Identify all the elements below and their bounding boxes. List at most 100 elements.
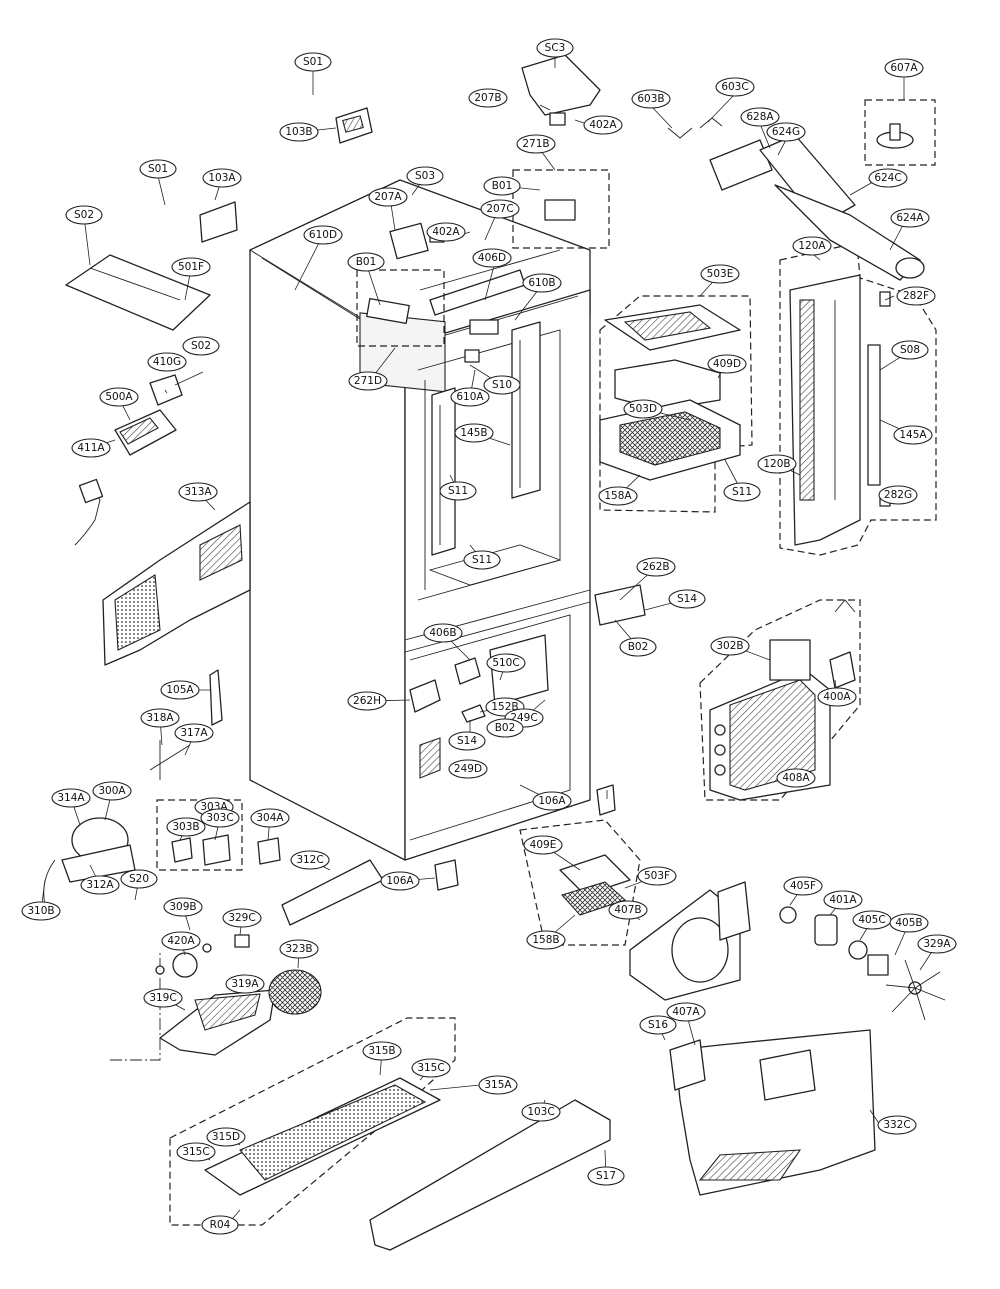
svg-text:S02: S02 bbox=[191, 340, 211, 352]
callout-405F: 405F bbox=[783, 876, 823, 896]
svg-text:120A: 120A bbox=[798, 240, 826, 252]
svg-text:106A: 106A bbox=[386, 875, 414, 887]
callout-603B: 603B bbox=[631, 89, 671, 109]
svg-text:315D: 315D bbox=[212, 1131, 240, 1143]
callout-207C: 207C bbox=[480, 199, 520, 219]
callout-304A: 304A bbox=[250, 808, 290, 828]
svg-text:145A: 145A bbox=[899, 429, 927, 441]
svg-text:319C: 319C bbox=[149, 992, 176, 1004]
svg-text:409D: 409D bbox=[713, 358, 741, 370]
svg-text:B02: B02 bbox=[495, 722, 516, 734]
svg-text:249D: 249D bbox=[454, 763, 482, 775]
callout-S02: S02 bbox=[65, 205, 103, 225]
svg-text:624A: 624A bbox=[896, 212, 924, 224]
svg-text:420A: 420A bbox=[167, 935, 195, 947]
svg-text:303C: 303C bbox=[206, 812, 233, 824]
callout-323B: 323B bbox=[279, 939, 319, 959]
svg-text:408A: 408A bbox=[782, 772, 810, 784]
callout-S03: S03 bbox=[406, 166, 444, 186]
svg-text:411A: 411A bbox=[77, 442, 105, 454]
svg-text:S10: S10 bbox=[492, 379, 512, 391]
svg-text:S03: S03 bbox=[415, 170, 435, 182]
callout-106A: 106A bbox=[532, 791, 572, 811]
callout-120A: 120A bbox=[792, 236, 832, 256]
callout-B02: B02 bbox=[619, 637, 657, 657]
callout-315B: 315B bbox=[362, 1041, 402, 1061]
callout-145A: 145A bbox=[893, 425, 933, 445]
callout-158B: 158B bbox=[526, 930, 566, 950]
callout-410G: 410G bbox=[147, 352, 187, 372]
callout-282G: 282G bbox=[878, 485, 918, 505]
callout-207A: 207A bbox=[368, 187, 408, 207]
svg-text:610A: 610A bbox=[456, 391, 484, 403]
callout-610B: 610B bbox=[522, 273, 562, 293]
callout-S20: S20 bbox=[120, 869, 158, 889]
callout-SC3: SC3 bbox=[536, 38, 574, 58]
callout-407A: 407A bbox=[666, 1002, 706, 1022]
svg-text:R04: R04 bbox=[210, 1219, 231, 1231]
svg-text:628A: 628A bbox=[746, 111, 774, 123]
callout-S11-b: S11 bbox=[723, 482, 761, 502]
svg-text:300A: 300A bbox=[98, 785, 126, 797]
svg-text:S20: S20 bbox=[129, 873, 149, 885]
svg-text:B02: B02 bbox=[628, 641, 649, 653]
svg-text:282G: 282G bbox=[884, 489, 912, 501]
svg-text:406B: 406B bbox=[429, 627, 456, 639]
svg-text:103B: 103B bbox=[285, 126, 312, 138]
svg-text:315A: 315A bbox=[484, 1079, 512, 1091]
svg-text:402A: 402A bbox=[589, 119, 617, 131]
svg-text:309B: 309B bbox=[169, 901, 196, 913]
svg-text:B01: B01 bbox=[492, 180, 513, 192]
callout-262B: 262B bbox=[636, 557, 676, 577]
svg-text:314A: 314A bbox=[57, 792, 85, 804]
svg-text:319A: 319A bbox=[231, 978, 259, 990]
callout-401A: 401A bbox=[823, 890, 863, 910]
svg-text:318A: 318A bbox=[146, 712, 174, 724]
svg-text:310B: 310B bbox=[27, 905, 54, 917]
svg-text:409E: 409E bbox=[530, 839, 557, 851]
svg-text:610B: 610B bbox=[528, 277, 555, 289]
svg-text:145B: 145B bbox=[460, 427, 487, 439]
callout-610D: 610D bbox=[303, 225, 343, 245]
callout-S10: S10 bbox=[483, 375, 521, 395]
callout-405B: 405B bbox=[889, 913, 929, 933]
svg-text:510C: 510C bbox=[492, 657, 519, 669]
svg-text:407B: 407B bbox=[614, 904, 641, 916]
svg-text:624C: 624C bbox=[874, 172, 901, 184]
svg-text:S08: S08 bbox=[900, 344, 920, 356]
svg-text:106A: 106A bbox=[538, 795, 566, 807]
callout-313A: 313A bbox=[178, 482, 218, 502]
callout-329C: 329C bbox=[222, 908, 262, 928]
callout-624C: 624C bbox=[868, 168, 908, 188]
svg-text:S16: S16 bbox=[648, 1019, 668, 1031]
callout-407B: 407B bbox=[608, 900, 648, 920]
svg-text:S17: S17 bbox=[596, 1170, 616, 1182]
callout-271D: 271D bbox=[348, 371, 388, 391]
callout-103C: 103C bbox=[521, 1102, 561, 1122]
callout-314A: 314A bbox=[51, 788, 91, 808]
callout-329A: 329A bbox=[917, 934, 957, 954]
callout-103A: 103A bbox=[202, 168, 242, 188]
callout-420A: 420A bbox=[161, 931, 201, 951]
svg-text:103C: 103C bbox=[527, 1106, 554, 1118]
svg-text:207C: 207C bbox=[486, 203, 513, 215]
callout-411A: 411A bbox=[71, 438, 111, 458]
callout-B01: B01 bbox=[483, 176, 521, 196]
svg-text:304A: 304A bbox=[256, 812, 284, 824]
svg-text:B01: B01 bbox=[356, 256, 377, 268]
upper-right-parts bbox=[599, 117, 925, 546]
svg-text:SC3: SC3 bbox=[545, 42, 566, 54]
callout-S11-c: S11 bbox=[463, 550, 501, 570]
svg-text:105A: 105A bbox=[166, 684, 194, 696]
callout-S14: S14 bbox=[668, 589, 706, 609]
svg-text:S01: S01 bbox=[148, 163, 168, 175]
callout-303B: 303B bbox=[166, 817, 206, 837]
svg-text:S11: S11 bbox=[732, 486, 752, 498]
callout-624G: 624G bbox=[766, 122, 806, 142]
callout-603C: 603C bbox=[715, 77, 755, 97]
svg-text:500A: 500A bbox=[105, 391, 133, 403]
callout-labels: S01 SC3 607A 603C 207B 603B 628A 402A 10… bbox=[21, 38, 957, 1235]
callout-405C: 405C bbox=[852, 910, 892, 930]
svg-text:262B: 262B bbox=[642, 561, 669, 573]
svg-text:405B: 405B bbox=[895, 917, 922, 929]
